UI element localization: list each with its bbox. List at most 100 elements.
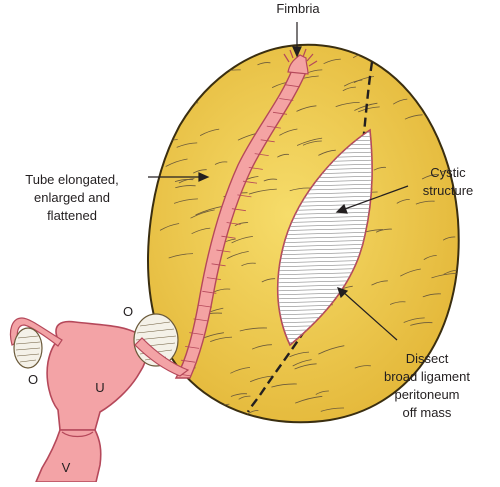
mass-texture-stroke xyxy=(159,223,180,231)
mass-texture-stroke xyxy=(442,236,456,241)
mass-texture-stroke xyxy=(257,62,271,66)
mass-texture-stroke xyxy=(295,395,323,404)
mass-texture-stroke xyxy=(193,169,207,174)
mass-texture-stroke xyxy=(423,255,437,260)
cyst-texture-stroke xyxy=(277,239,373,244)
mass-texture-stroke xyxy=(421,173,438,180)
cystic-leader xyxy=(341,185,409,211)
left-ovary-texture xyxy=(15,335,41,363)
mass-texture-stroke xyxy=(277,153,290,158)
mass-texture-stroke xyxy=(302,140,322,146)
mass-texture-stroke xyxy=(335,102,360,107)
dissect-label-line1: Dissect xyxy=(406,351,449,366)
tube-segment xyxy=(248,167,263,170)
mass-texture-stroke xyxy=(443,269,459,275)
mass-texture-stroke xyxy=(315,390,329,395)
tube-segment xyxy=(272,111,288,115)
mass-texture-stroke xyxy=(271,383,297,388)
mass-texture-stroke xyxy=(160,400,184,408)
uterus-label: U xyxy=(95,380,104,395)
left-ovary-label: O xyxy=(28,372,38,387)
mass-texture-stroke xyxy=(358,106,380,113)
mass-texture-stroke xyxy=(371,280,388,286)
tube-label-line3: flattened xyxy=(47,208,97,223)
mass-texture-stroke xyxy=(226,251,249,259)
mass-texture-stroke xyxy=(354,365,371,369)
mass-texture-stroke xyxy=(323,58,341,65)
mass-texture-stroke xyxy=(389,301,406,305)
mass-texture-stroke xyxy=(263,178,278,182)
tube-segment xyxy=(237,194,252,198)
mass-texture-stroke xyxy=(422,293,441,298)
dissect-label-line4: off mass xyxy=(403,405,452,420)
dissect-leader xyxy=(341,290,398,341)
tube-segment xyxy=(211,263,226,267)
mass-texture-stroke xyxy=(396,199,410,204)
mass-texture-stroke xyxy=(392,98,408,105)
mass-texture-stroke xyxy=(238,395,251,400)
uterus xyxy=(46,320,148,431)
cystic-label-line1: Cystic xyxy=(430,165,466,180)
tube-segment xyxy=(221,235,236,239)
cyst-texture-stroke xyxy=(277,243,373,248)
mass-texture-stroke xyxy=(246,410,259,415)
mass-texture-stroke xyxy=(289,351,310,358)
mass-texture-stroke xyxy=(342,86,356,92)
tube-segment xyxy=(260,139,275,143)
mass-texture-stroke xyxy=(174,179,194,182)
tube-segment xyxy=(189,332,204,335)
mass-texture-stroke xyxy=(373,166,387,171)
mass-texture-stroke xyxy=(289,187,312,192)
mass-texture-stroke xyxy=(190,209,215,219)
tube-segment xyxy=(197,304,212,308)
dissect-label-line3: peritoneum xyxy=(394,387,459,402)
mass-texture-stroke xyxy=(403,317,425,323)
mass-texture-stroke xyxy=(191,227,211,235)
cyst-texture-stroke xyxy=(277,231,373,236)
cyst-texture-stroke xyxy=(277,227,373,232)
mass-texture-stroke xyxy=(231,236,253,244)
mass-texture-stroke xyxy=(261,278,276,283)
tube-segment xyxy=(266,125,281,129)
mass-texture-stroke xyxy=(292,359,312,367)
mass-texture-stroke xyxy=(173,198,198,204)
mass-texture-stroke xyxy=(318,345,345,355)
dissect-label-line2: broad ligament xyxy=(384,369,470,384)
mass-texture-stroke xyxy=(199,55,225,60)
tube-segment xyxy=(202,290,217,294)
tube-segment xyxy=(231,208,246,212)
mass-texture-stroke xyxy=(167,105,192,111)
mass-texture-stroke xyxy=(353,76,375,83)
tube-segment xyxy=(226,222,241,225)
fimbria-label: Fimbria xyxy=(276,1,320,16)
mass-texture-stroke xyxy=(210,336,233,342)
mass-texture-stroke xyxy=(296,105,317,112)
fimbria xyxy=(283,48,318,75)
mass-texture-stroke xyxy=(249,375,273,383)
mass-texture-stroke xyxy=(239,327,268,332)
mass-texture-stroke xyxy=(230,393,248,397)
right-ovary-label: O xyxy=(123,304,133,319)
mass-texture-stroke xyxy=(343,79,363,87)
tube-segment xyxy=(285,84,300,88)
mass-texture-stroke xyxy=(318,149,336,156)
mass-texture-stroke xyxy=(209,63,223,69)
mass-texture-stroke xyxy=(444,333,459,343)
mass-texture-stroke xyxy=(234,222,249,227)
tube-segment xyxy=(180,359,196,363)
leader-lines xyxy=(148,22,409,341)
mass-texture-stroke xyxy=(404,114,423,120)
mass-texture-stroke xyxy=(320,407,345,412)
mass-texture-stroke xyxy=(175,185,196,189)
tube-segment xyxy=(206,277,221,280)
cystic-label-line2: structure xyxy=(423,183,474,198)
tube-segment xyxy=(254,153,269,156)
tube-segments xyxy=(176,70,307,377)
mass-texture-stroke xyxy=(296,137,323,146)
tube-label-line1: Tube elongated, xyxy=(25,172,118,187)
mass-texture-stroke xyxy=(400,268,421,277)
tube-segment xyxy=(185,346,200,349)
tube-label-line2: enlarged and xyxy=(34,190,110,205)
mass-texture-stroke xyxy=(165,158,188,167)
